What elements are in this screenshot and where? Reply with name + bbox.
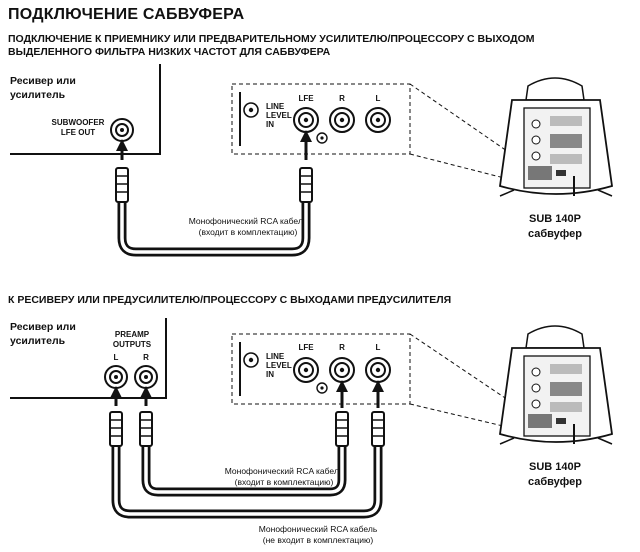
subwoofer2-illustration <box>499 325 613 445</box>
cable2-caption-line1: Монофонический RCA кабель <box>258 524 378 534</box>
receiver-panel <box>10 64 161 155</box>
receiver-label-line2: усилитель <box>10 89 66 101</box>
preamp-out-r-label: R <box>143 353 149 362</box>
jack-l-label: L <box>375 94 381 103</box>
arrows-to-sub-inputs <box>336 380 384 408</box>
jack2-l <box>365 357 391 383</box>
receiver2-panel <box>10 318 167 399</box>
page-title: ПОДКЛЮЧЕНИЕ САБВУФЕРА <box>8 6 245 23</box>
preamp-out-l-label: L <box>113 353 119 362</box>
cable-caption-line1: Монофонический RCA кабель <box>188 216 308 226</box>
line-level2-label-line3: IN <box>266 370 274 379</box>
jack-r <box>329 107 355 133</box>
receiver-label-line1: Ресивер или <box>10 75 76 87</box>
section1-heading-line2: ВЫДЕЛЕННОГО ФИЛЬТРА НИЗКИХ ЧАСТОТ ДЛЯ СА… <box>8 46 331 58</box>
preamp-label-line1: PREAMP <box>114 330 150 339</box>
sub-input-panel <box>231 83 411 155</box>
model-type: сабвуфер <box>528 228 582 240</box>
cable2-caption-line2: (не входит в комплектацию) <box>262 535 374 545</box>
jack2-lfe-label: LFE <box>298 343 314 352</box>
sub-input-panel-2 <box>231 333 411 405</box>
jack-lfe <box>293 107 319 133</box>
line-level-label-line2: LEVEL <box>266 111 292 120</box>
jack2-lfe <box>293 357 319 383</box>
receiver2-label-line2: усилитель <box>10 335 66 347</box>
cable-caption-line2: (входит в комплектацию) <box>198 227 298 237</box>
gear-icon <box>243 102 259 118</box>
line-level-label-line1: LINE <box>266 102 285 111</box>
jack2-r <box>329 357 355 383</box>
model-name: SUB 140P <box>529 213 581 225</box>
rca-cable-included <box>141 444 347 497</box>
subwoofer-out-label-line2: LFE OUT <box>60 128 96 137</box>
jack-l <box>365 107 391 133</box>
model2-name: SUB 140P <box>529 461 581 473</box>
preamp-out-r-jack <box>134 365 158 389</box>
jack-lfe-label: LFE <box>298 94 314 103</box>
line-level-label-line3: IN <box>266 120 274 129</box>
jack2-l-label: L <box>375 343 381 352</box>
section1-heading-line1: ПОДКЛЮЧЕНИЕ К ПРИЕМНИКУ ИЛИ ПРЕДВАРИТЕЛЬ… <box>8 33 535 45</box>
receiver2-label-line1: Ресивер или <box>10 321 76 333</box>
cable1-caption-line1: Монофонический RCA кабель <box>224 466 344 476</box>
subwoofer-illustration <box>499 77 613 197</box>
subwoofer-out-jack <box>110 118 134 142</box>
rca-plug-left <box>115 167 129 203</box>
gear-icon-2 <box>243 352 259 368</box>
line-level2-label-line2: LEVEL <box>266 361 292 370</box>
jack-r-label: R <box>339 94 345 103</box>
ground-icon <box>316 132 328 144</box>
model2-type: сабвуфер <box>528 476 582 488</box>
rca-cable-not-included <box>111 444 383 519</box>
ground-icon-2 <box>316 382 328 394</box>
preamp-label-line2: OUTPUTS <box>112 340 152 349</box>
jack2-r-label: R <box>339 343 345 352</box>
cable1-caption-line2: (входит в комплектацию) <box>234 477 334 487</box>
rca-cable <box>117 200 311 257</box>
rca-plugs-right <box>335 411 385 447</box>
line-level2-label-line1: LINE <box>266 352 285 361</box>
section2-heading: К РЕСИВЕРУ ИЛИ ПРЕДУСИЛИТЕЛЮ/ПРОЦЕССОРУ … <box>8 294 452 306</box>
preamp-out-l-jack <box>104 365 128 389</box>
rca-plugs-left <box>109 411 153 447</box>
arrows-to-preamp-outs <box>110 386 152 406</box>
rca-plug-right <box>299 167 313 203</box>
subwoofer-out-label-line1: SUBWOOFER <box>51 118 105 127</box>
